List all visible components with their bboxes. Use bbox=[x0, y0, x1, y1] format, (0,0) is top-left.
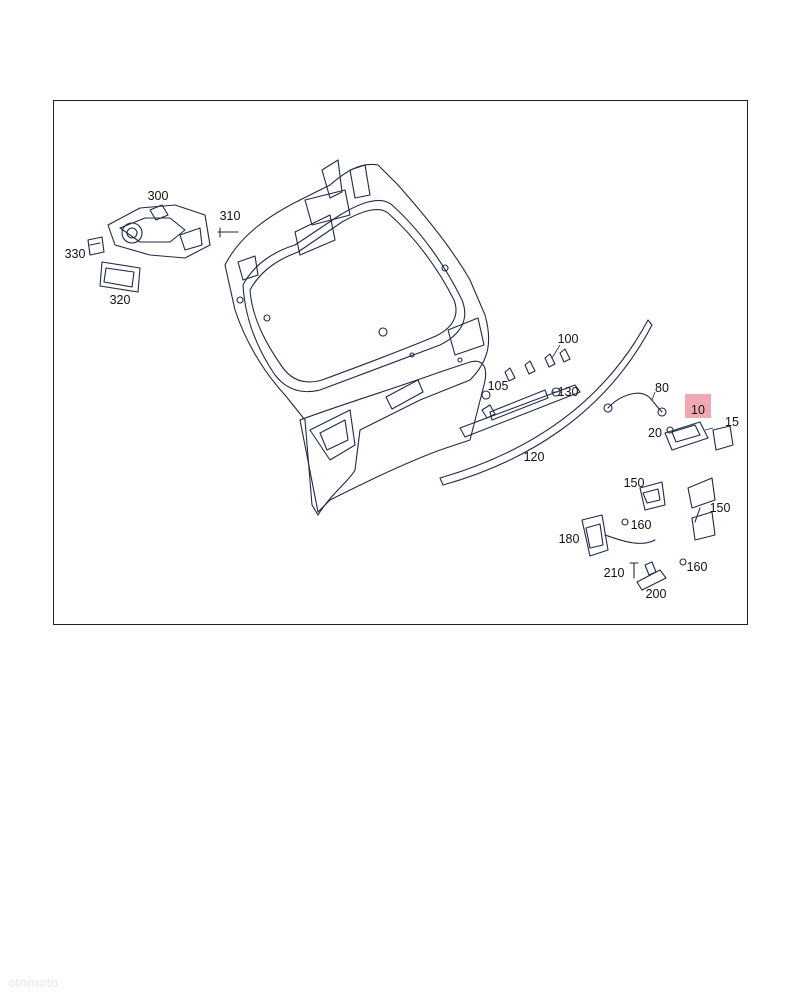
part-210-pin bbox=[629, 562, 639, 579]
part-180-lock bbox=[581, 514, 609, 557]
watermark: otomoto bbox=[8, 975, 59, 990]
callout-160b: 160 bbox=[687, 560, 708, 574]
callout-310: 310 bbox=[220, 209, 241, 223]
callout-210: 210 bbox=[604, 566, 625, 580]
part-310-bolt bbox=[217, 227, 239, 238]
part-100-handle-strip bbox=[459, 384, 581, 438]
part-160-screw-b bbox=[679, 558, 687, 566]
callout-105: 105 bbox=[488, 379, 509, 393]
part-15-cover bbox=[712, 425, 734, 451]
callout-320: 320 bbox=[110, 293, 131, 307]
part-320-plate bbox=[99, 261, 141, 293]
callout-330: 330 bbox=[65, 247, 86, 261]
callout-130: 130 bbox=[558, 385, 579, 399]
part-150-latch-b bbox=[687, 477, 716, 509]
callout-160a: 160 bbox=[631, 518, 652, 532]
callout-120: 120 bbox=[524, 450, 545, 464]
tailgate-window bbox=[242, 200, 466, 393]
part-300-actuator bbox=[107, 204, 211, 259]
callout-150a: 150 bbox=[624, 476, 645, 490]
callout-180: 180 bbox=[559, 532, 580, 546]
license-recess bbox=[385, 379, 424, 410]
callout-80: 80 bbox=[655, 381, 669, 395]
callout-100: 100 bbox=[558, 332, 579, 346]
callout-200: 200 bbox=[646, 587, 667, 601]
callout-300: 300 bbox=[148, 189, 169, 203]
part-105-clip bbox=[481, 390, 491, 400]
callout-150b: 150 bbox=[710, 501, 731, 515]
part-330-bracket bbox=[87, 236, 105, 256]
callout-10: 10 bbox=[691, 403, 705, 417]
part-80-wiring bbox=[607, 392, 663, 413]
part-150-latch-a bbox=[639, 481, 666, 511]
part-120-trim bbox=[439, 319, 653, 486]
callout-20: 20 bbox=[648, 426, 662, 440]
highlight-part-10 bbox=[685, 394, 711, 418]
part-20-screw bbox=[666, 426, 674, 434]
callout-15: 15 bbox=[725, 415, 739, 429]
tailgate-shell bbox=[224, 163, 490, 516]
part-160-screw-a bbox=[621, 518, 629, 526]
part-10-switch bbox=[664, 421, 709, 451]
